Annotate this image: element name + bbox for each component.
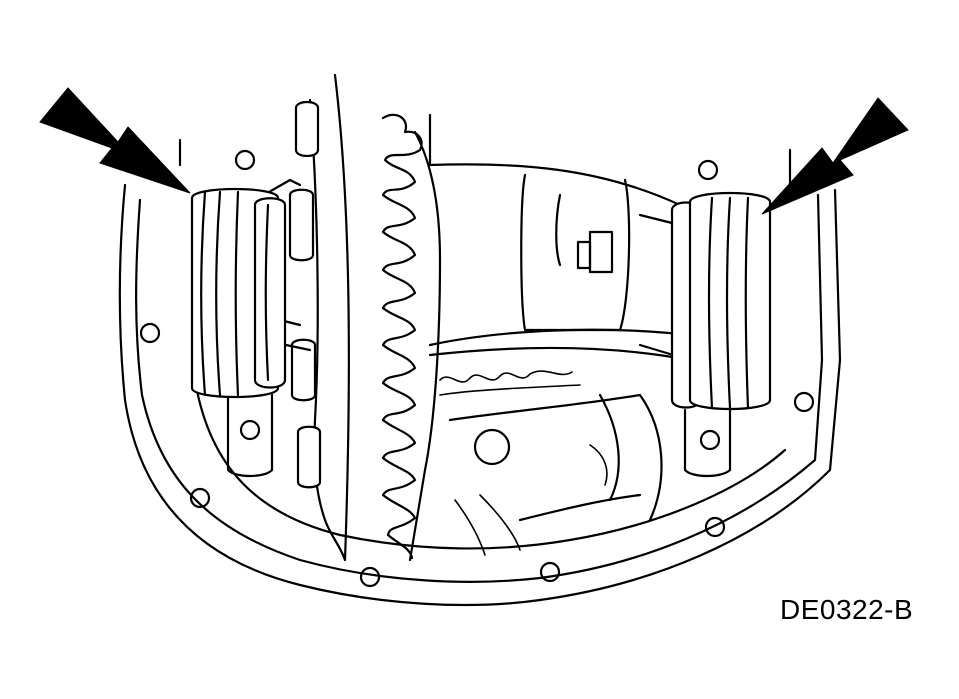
left-bearing-cap [190, 178, 312, 399]
ring-bolt [290, 338, 317, 402]
ring-bolt [294, 100, 320, 158]
bolt-hole [189, 487, 211, 509]
cap-bolt-hole [239, 419, 261, 441]
right-cap-tab [683, 408, 732, 478]
fill-plug [576, 230, 614, 274]
carrier-hole [473, 428, 511, 466]
carrier-body [428, 113, 692, 556]
left-indicator-arrow [39, 87, 191, 194]
cap-bolt-hole [699, 429, 721, 451]
ring-gear-bolts [288, 100, 322, 489]
right-indicator-arrow [761, 97, 909, 215]
bolt-hole [704, 516, 726, 538]
bolt-hole [359, 566, 381, 588]
right-bearing-cap [638, 191, 772, 411]
ring-bolt [296, 425, 322, 489]
bolt-hole [793, 391, 815, 413]
ring-gear [308, 73, 442, 562]
left-cap-tab [226, 393, 274, 478]
ring-bolt [288, 188, 315, 262]
housing-outline [118, 138, 842, 607]
bolt-hole [234, 149, 256, 171]
bolt-hole [539, 561, 561, 583]
figure-code-label: DE0322-B [780, 594, 914, 625]
bolt-holes [139, 149, 815, 588]
bolt-hole [697, 159, 719, 181]
bolt-hole [139, 322, 161, 344]
